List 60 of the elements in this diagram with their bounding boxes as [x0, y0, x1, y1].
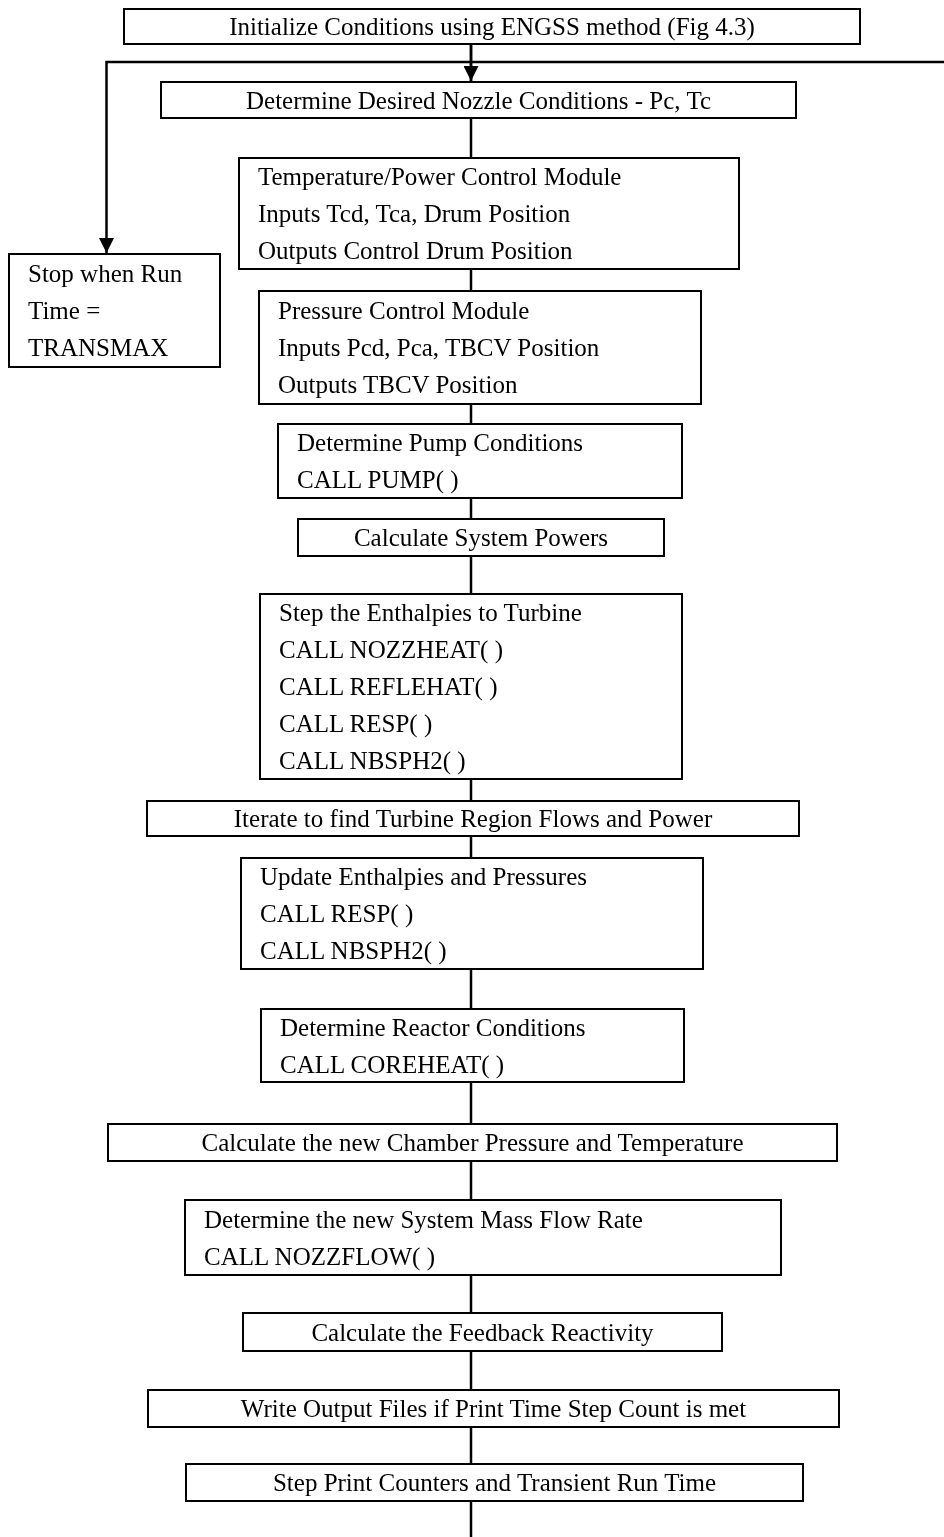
box-text: CALL NOZZFLOW( ): [204, 1241, 435, 1273]
box-text: Step the Enthalpies to Turbine: [279, 598, 582, 628]
box-text: Inputs Tcd, Tca, Drum Position: [258, 199, 571, 229]
connector-line: [469, 970, 473, 1008]
box-text: CALL NBSPH2( ): [260, 936, 447, 967]
box-text: Outputs TBCV Position: [278, 370, 518, 400]
connector-line: [469, 557, 473, 593]
box-text: Calculate System Powers: [353, 523, 609, 553]
box-text: Determine Pump Conditions: [297, 428, 584, 458]
connector-line: [469, 270, 473, 290]
process-box: [242, 1312, 723, 1352]
box-text: Outputs Control Drum Position: [258, 236, 573, 266]
box-text: Calculate the Feedback Reactivity: [311, 1317, 654, 1348]
connector-line: [469, 1083, 473, 1123]
box-text: Inputs Pcd, Pca, TBCV Position: [278, 333, 600, 363]
process-box: [260, 1008, 685, 1083]
box-text: CALL RESP( ): [260, 899, 414, 930]
connector-line: [469, 499, 473, 518]
connector-line: [469, 1502, 473, 1537]
process-box: [107, 1123, 838, 1162]
box-text: Determine the new System Mass Flow Rate: [204, 1204, 643, 1235]
box-text: CALL NBSPH2( ): [279, 746, 466, 777]
box-text: Determine Desired Nozzle Conditions - Pc, Tc: [246, 85, 711, 116]
box-text: Determine Reactor Conditions: [280, 1012, 586, 1043]
process-box: [238, 157, 740, 270]
process-box: [277, 423, 683, 499]
process-box: [185, 1463, 804, 1502]
process-box: [258, 290, 702, 405]
box-text: Calculate the new Chamber Pressure and Temperature: [201, 1128, 744, 1158]
process-box: [259, 593, 683, 780]
box-text: Temperature/Power Control Module: [258, 162, 622, 192]
box-text: Pressure Control Module: [278, 296, 530, 326]
process-box: [297, 518, 665, 557]
box-text: CALL NOZZHEAT( ): [279, 635, 504, 666]
box-text: CALL COREHEAT( ): [280, 1049, 505, 1081]
box-text: Update Enthalpies and Pressures: [260, 862, 587, 892]
box-text: Initialize Conditions using ENGSS method (Fig 4.3): [229, 12, 755, 43]
arrow: [99, 45, 473, 253]
connector-line: [469, 119, 473, 157]
box-text: CALL PUMP( ): [297, 465, 459, 496]
box-text: Step Print Counters and Transient Run Time: [272, 1468, 717, 1498]
arrow: [463, 60, 944, 81]
process-box: [8, 253, 221, 368]
process-box: [123, 8, 861, 45]
connector-line: [469, 837, 473, 857]
box-text: Write Output Files if Print Time Step Count is met: [240, 1394, 747, 1424]
connector-line: [469, 1428, 473, 1463]
process-box: [160, 81, 797, 119]
box-text: CALL RESP( ): [279, 709, 433, 740]
connector-line: [469, 780, 473, 800]
process-box: [147, 1389, 840, 1428]
process-box: [240, 857, 704, 970]
box-text: Iterate to find Turbine Region Flows and Power: [233, 804, 713, 834]
connector-line: [469, 1276, 473, 1312]
box-text: CALL REFLEHAT( ): [279, 672, 498, 703]
box-text: Stop when Run Time = TRANSMAX: [28, 259, 184, 363]
connector-line: [469, 1352, 473, 1389]
connector-line: [469, 1162, 473, 1199]
process-box: [146, 800, 800, 837]
process-box: [184, 1199, 782, 1276]
